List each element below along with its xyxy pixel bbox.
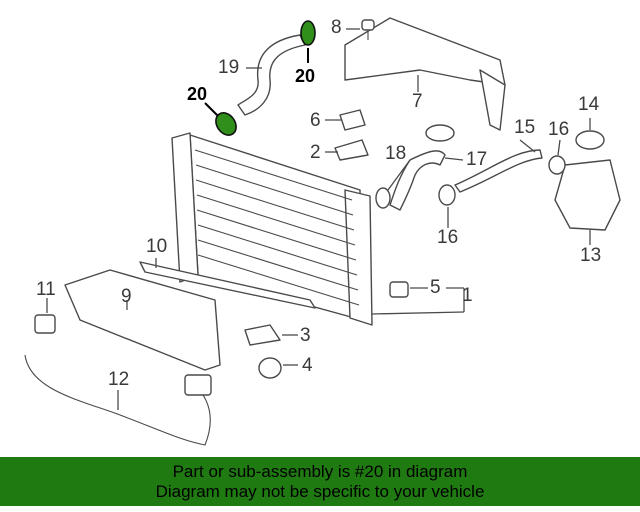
callout-15: 15 [514,117,536,138]
callout-18: 18 [385,143,407,164]
sensor [34,314,56,334]
reservoir-hose [454,149,543,193]
clamp-20-upper [300,20,316,46]
callout-1: 1 [462,285,473,306]
clamp-20-lower [215,112,237,136]
sensor-5 [389,281,409,298]
callout-10: 10 [146,236,168,257]
callout-13: 13 [580,245,602,266]
bracket-2 [334,139,369,161]
upper-tie-bar [344,17,506,131]
cap-radiator [425,124,455,142]
clamp-16-lower [438,184,456,206]
clamp-16-upper [548,155,566,175]
reservoir-cap [575,130,605,150]
callout-3: 3 [300,325,311,346]
wiring-harness [24,354,212,446]
callout-12: 12 [108,369,130,390]
callout-17: 17 [466,149,488,170]
banner-line-1: Part or sub-assembly is #20 in diagram [172,461,468,481]
push-pin [361,19,375,40]
parts-diagram [24,17,621,446]
radiator [171,132,373,326]
callout-4: 4 [302,355,313,376]
callout-19: 19 [218,57,240,78]
bracket-3 [244,324,281,346]
info-banner: Part or sub-assembly is #20 in diagram D… [0,457,640,506]
callout-8: 8 [331,17,342,38]
coolant-reservoir [554,159,621,231]
air-baffle [139,261,316,309]
callout-11: 11 [36,279,56,300]
lower-hose [375,150,446,211]
callout-6: 6 [310,110,321,131]
callout-14: 14 [578,94,600,115]
callout-5: 5 [430,277,441,298]
callout-16-upper: 16 [548,119,570,140]
callout-7: 7 [412,91,423,112]
bracket-6 [339,109,366,131]
callout-16-lower: 16 [437,227,459,248]
callout-2: 2 [310,142,321,163]
banner-line-2: Diagram may not be specific to your vehi… [155,481,485,501]
callout-20-lower: 20 [187,84,208,104]
deflector [64,269,221,371]
leader-lines [46,28,591,410]
upper-hose [237,34,306,116]
callout-20-upper: 20 [295,66,316,86]
mount-4 [258,357,282,379]
callout-9: 9 [121,286,132,307]
